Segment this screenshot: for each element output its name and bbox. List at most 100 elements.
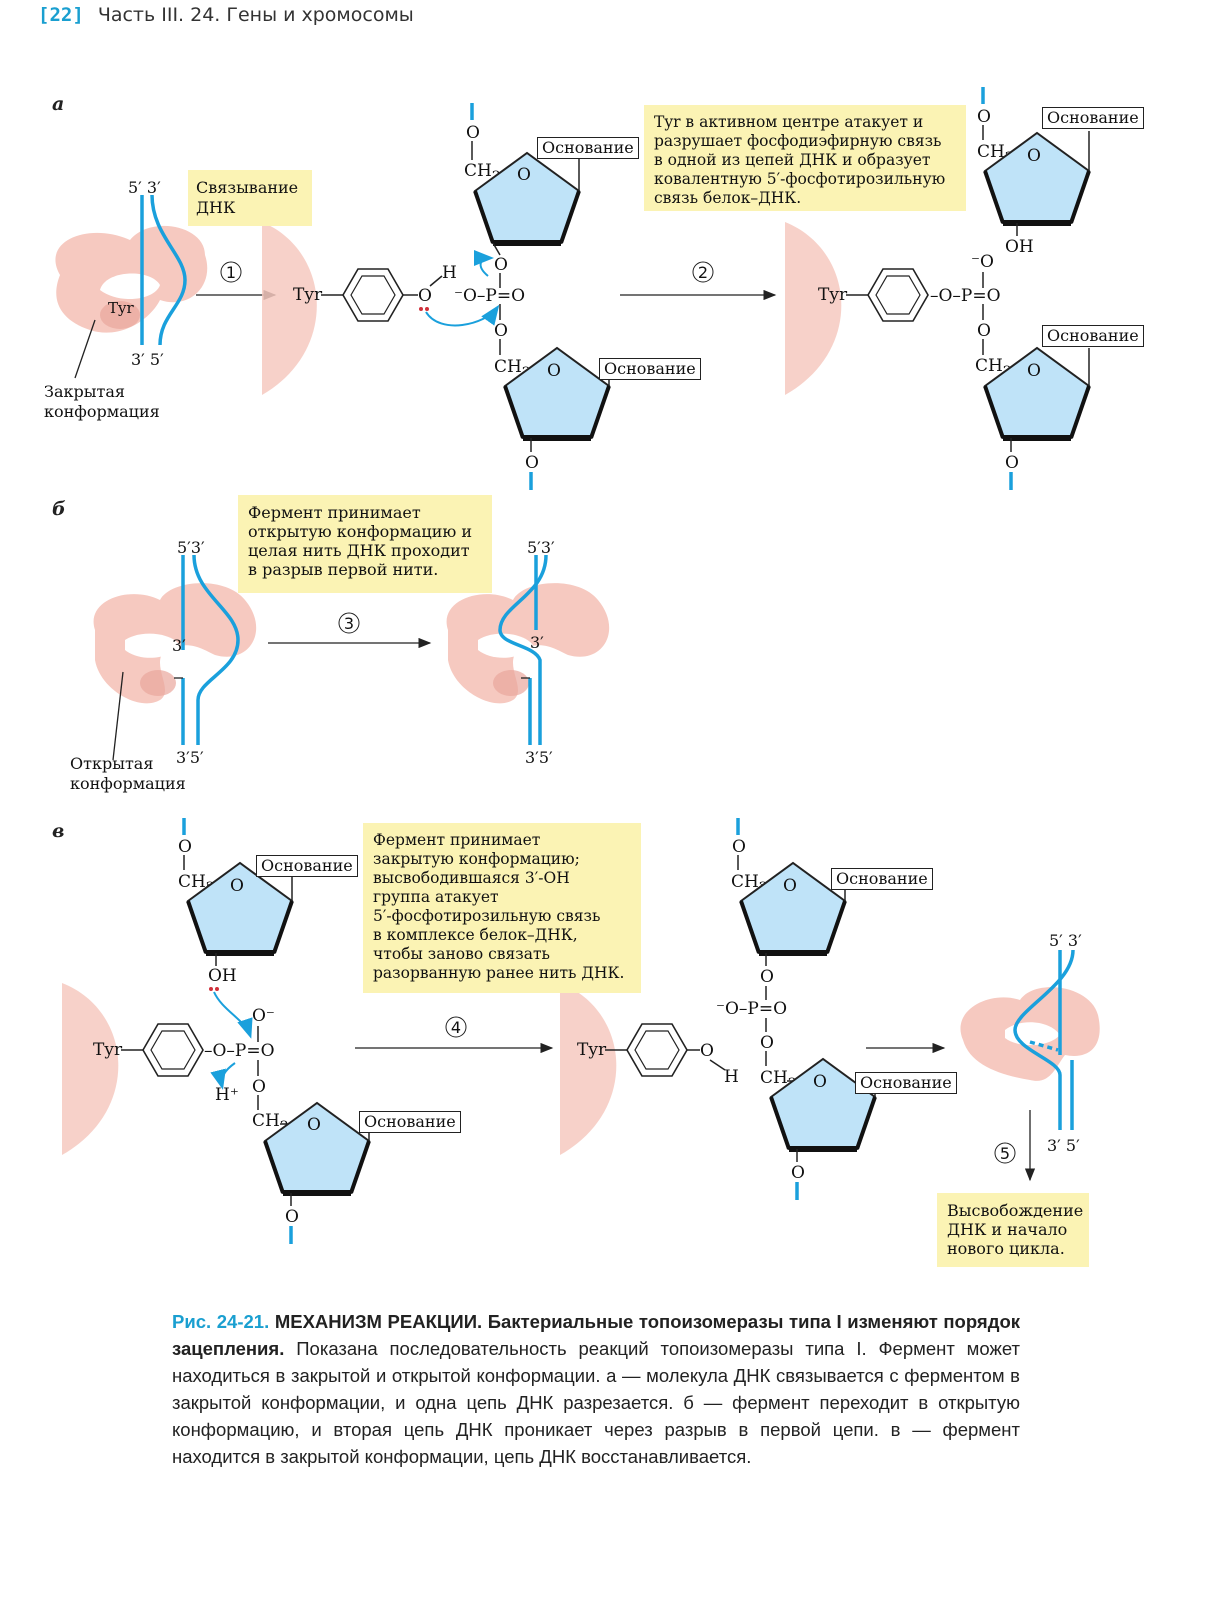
oxygen-c2-top: O: [732, 837, 746, 857]
note-open-conformation: Фермент принимает открытую конформацию и…: [238, 495, 492, 593]
label-closed-conformation: Закрытая конформация: [44, 382, 160, 421]
step-2-number: 2: [698, 263, 708, 282]
base-box-a2-bottom: Основание: [1042, 325, 1144, 347]
end-label-c-bottom: 3′ 5′: [1047, 1136, 1080, 1155]
end-label-b1-bottom: 3′5′: [176, 748, 204, 767]
tyr-label-c1: Tyr: [93, 1040, 123, 1060]
oxygen-a2-bottom: O: [1005, 453, 1019, 473]
label-open-conformation: Открытая конформация: [70, 754, 186, 793]
phosphodiester-c2: ⁻O–P=O: [716, 999, 787, 1019]
figure-caption: Рис. 24-21. МЕХАНИЗМ РЕАКЦИИ. Бактериаль…: [172, 1308, 1020, 1470]
closed-conformation-pointer: [74, 319, 96, 379]
oxygen-a-top: O: [466, 123, 480, 143]
step-5-number: 5: [1000, 1144, 1010, 1163]
open-conformation-pointer: [112, 671, 124, 761]
note-tyr-attack: Tyr в активном центре атакует и разрушае…: [644, 105, 966, 211]
hydroxyl-a2: OH: [1005, 237, 1034, 257]
base-box-c2-top: Основание: [831, 868, 933, 890]
page-number: [22]: [38, 4, 84, 26]
bridging-oxygen-c2-top: O: [760, 967, 774, 987]
dna-strands-c-final: [1013, 949, 1075, 1130]
running-title: Часть III. 24. Гены и хромосомы: [97, 4, 414, 26]
bridging-oxygen-c1: O: [252, 1077, 266, 1097]
end-label-b1-top: 5′3′: [177, 538, 205, 557]
phosphate-a: ⁻O–P=O: [454, 286, 525, 306]
oxygen-a2-top: O: [977, 107, 991, 127]
note-binding: Связывание ДНК: [188, 170, 312, 226]
dna-strands-a: [140, 194, 187, 346]
page-header: [22] Часть III. 24. Гены и хромосомы: [38, 4, 414, 26]
phenyl-ring-a1: [342, 268, 404, 322]
enzyme-surface-a2: [785, 222, 842, 395]
tyr-oxygen-c2: O: [700, 1041, 714, 1061]
phenyl-ring-a2: [867, 268, 929, 322]
oxygen-c1-bottom: O: [285, 1207, 299, 1227]
enzyme-closed-a: [55, 225, 208, 333]
enzyme-open-b1: [93, 583, 257, 704]
figure-number: Рис. 24-21.: [172, 1311, 270, 1332]
note-closed-conformation: Фермент принимает закрытую конформацию; …: [363, 823, 641, 993]
hydroxyl-o-a1: O: [418, 286, 432, 306]
base-box-a2-top: Основание: [1042, 107, 1144, 129]
phosphate-oxyanion-a2: ⁻O: [971, 252, 994, 272]
oxygen-c1-top: O: [178, 837, 192, 857]
end-label-b2-bottom: 3′5′: [525, 748, 553, 767]
proton-transfer-arrow-c: [210, 1062, 236, 1090]
oxygen-a-bottom: O: [525, 453, 539, 473]
end-label-a-bottom: 3′ 5′: [131, 350, 164, 369]
tyr-hydrogen-c2: H: [724, 1067, 739, 1087]
hydroxyl-h-a1: H: [442, 263, 457, 283]
end-label-b2-top: 5′3′: [527, 538, 555, 557]
proton-c: H⁺: [215, 1085, 239, 1105]
phenyl-ring-c1: [142, 1023, 204, 1077]
enzyme-surface-c1: [62, 983, 119, 1155]
ligation-attack-arrow-c: [213, 991, 253, 1039]
base-box-c1-bottom: Основание: [359, 1111, 461, 1133]
panel-label-b: б: [52, 498, 66, 520]
tyr-label-a2: Tyr: [818, 285, 848, 305]
step-4-number: 4: [451, 1018, 461, 1037]
nucleophilic-attack-arrow-a1: [425, 304, 500, 327]
end-label-b2-mid: 3′: [530, 633, 544, 652]
bridging-oxygen-a-bottom: O: [494, 321, 508, 341]
phosphotyrosyl-a2: –O–P=O: [930, 286, 1001, 306]
base-box-c1-top: Основание: [256, 855, 358, 877]
ring-oxygen-c1-top: O: [230, 876, 244, 896]
panel-label-a: а: [52, 93, 65, 115]
end-label-c-top: 5′ 3′: [1049, 931, 1082, 950]
caption-title: МЕХАНИЗМ РЕАКЦИИ. Бактериальные топоизом…: [172, 1311, 1020, 1359]
bridging-oxygen-c2-bottom: O: [760, 1033, 774, 1053]
ring-oxygen-a-bottom: O: [547, 361, 561, 381]
bridging-oxygen-a2: O: [977, 321, 991, 341]
tyr-label-a1: Tyr: [293, 285, 323, 305]
dna-strands-b2: [498, 554, 548, 745]
phosphate-oxyanion-c1: O⁻: [252, 1006, 275, 1026]
ring-oxygen-c1-bottom: O: [307, 1115, 321, 1135]
ring-oxygen-a2-bottom: O: [1027, 361, 1041, 381]
dna-strands-b1: [174, 554, 240, 745]
ring-oxygen-a-top: O: [517, 165, 531, 185]
step-1-marker: [220, 261, 242, 283]
hydroxyl-c1: OH: [208, 966, 237, 986]
end-label-a-top: 5′ 3′: [128, 178, 161, 197]
step-1-number: 1: [226, 263, 236, 282]
phenyl-ring-c2: [626, 1023, 688, 1077]
bridging-oxygen-a-top: O: [494, 255, 508, 275]
phosphotyrosyl-c1: –O–P=O: [204, 1041, 275, 1061]
step-2-marker: [692, 261, 714, 283]
tyr-label-c2: Tyr: [577, 1040, 607, 1060]
ring-oxygen-c2-top: O: [783, 876, 797, 896]
panel-label-c: в: [52, 820, 65, 842]
tyr-label-enzyme-a: Tyr: [108, 299, 134, 317]
step-3-marker: [338, 612, 360, 634]
step-5-marker: [994, 1142, 1016, 1164]
enzyme-surface-a1: [262, 222, 317, 395]
step-3-number: 3: [344, 614, 354, 633]
oxygen-c2-bottom: O: [791, 1163, 805, 1183]
end-label-b1-mid: 3′: [172, 636, 186, 655]
caption-body: Показана последовательность реакций топо…: [172, 1338, 1020, 1467]
base-box-c2-bottom: Основание: [855, 1072, 957, 1094]
ring-oxygen-a2-top: O: [1027, 146, 1041, 166]
